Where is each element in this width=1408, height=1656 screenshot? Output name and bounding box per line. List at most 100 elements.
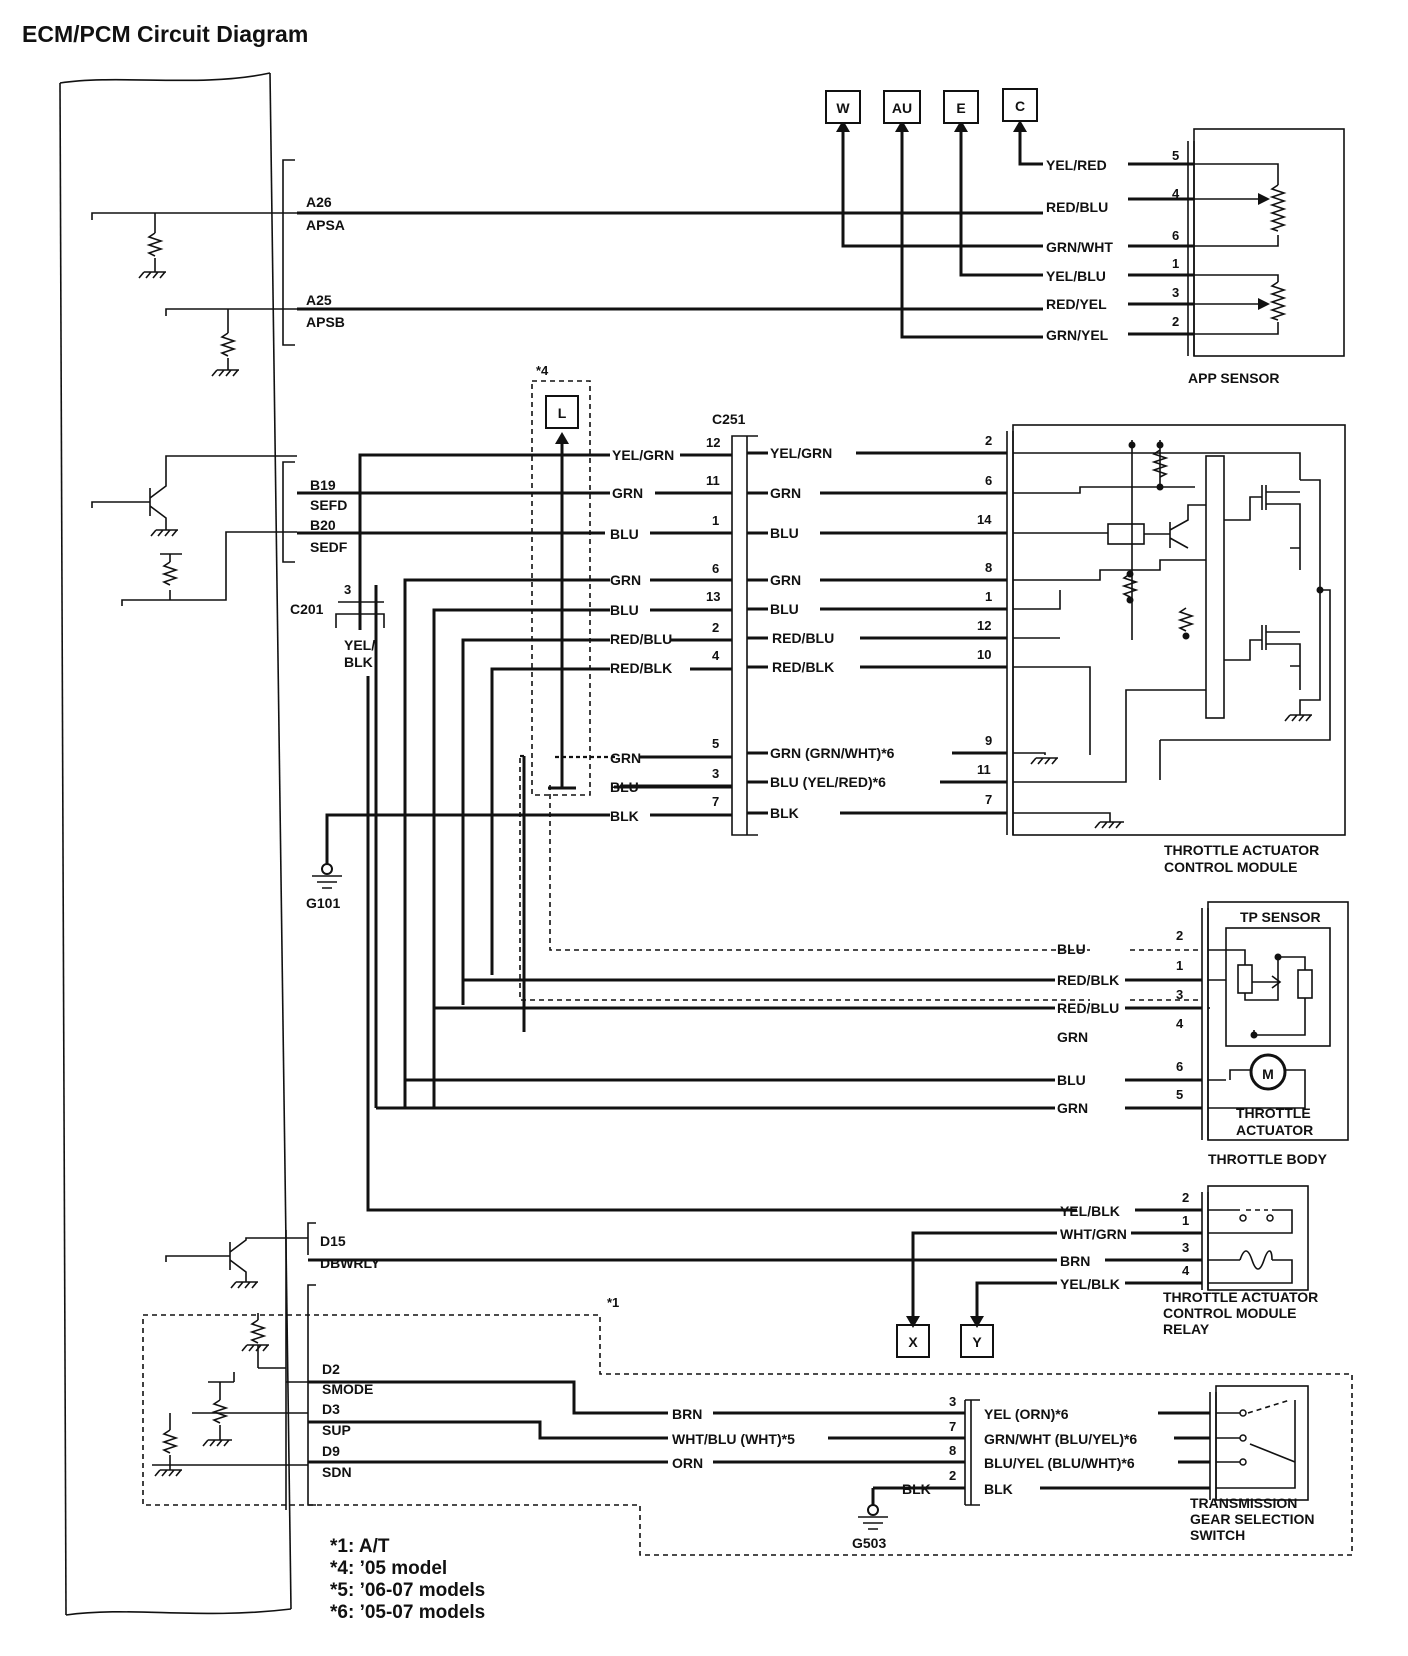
tgss-label-3: SWITCH bbox=[1190, 1527, 1245, 1543]
relay-wire-pin: 4 bbox=[1182, 1263, 1190, 1278]
app-wire-pin: 2 bbox=[1172, 314, 1179, 329]
note-05-07-models: *6: ’05-07 models bbox=[330, 1602, 485, 1623]
tb-wire-pin: 5 bbox=[1176, 1087, 1183, 1102]
tgss-right-color: YEL (ORN)*6 bbox=[984, 1406, 1069, 1422]
relay-wire-color: WHT/GRN bbox=[1060, 1226, 1127, 1242]
tb-wire-color: BLU bbox=[1057, 941, 1086, 957]
c201-label: C201 bbox=[290, 601, 324, 617]
note-at: *1: A/T bbox=[330, 1536, 390, 1557]
terminal-a26: A26 bbox=[306, 194, 332, 210]
terminal-d2: D2 bbox=[322, 1361, 340, 1377]
c201-color-1: YEL/ bbox=[344, 637, 375, 653]
throttle-actuator-label-2: ACTUATOR bbox=[1236, 1122, 1313, 1138]
connector-c251: C251 bbox=[712, 411, 758, 836]
relay-wire-color: BRN bbox=[1060, 1253, 1090, 1269]
throttle-body-wire-labels: BLU 2 RED/BLK 1 RED/BLU 3 GRN 4 BLU 6 GR… bbox=[1057, 928, 1184, 1116]
throttle-body-wiring bbox=[374, 585, 1202, 1110]
tgss-left-pin: 7 bbox=[949, 1419, 956, 1434]
c251-right-color: BLK bbox=[770, 805, 799, 821]
ecm-terminals: A26 APSA A25 APSB B19 SEFD B20 SEDF D15 … bbox=[306, 194, 381, 1480]
transmission-gear-selection-switch: TRANSMISSION GEAR SELECTION SWITCH bbox=[1190, 1385, 1314, 1543]
tgss-label-2: GEAR SELECTION bbox=[1190, 1511, 1314, 1527]
tb-wire-color: GRN bbox=[1057, 1029, 1088, 1045]
terminal-apsb: APSB bbox=[306, 314, 345, 330]
c251-right-pin: 12 bbox=[977, 618, 991, 633]
c251-left-pin: 12 bbox=[706, 435, 720, 450]
terminal-sefd: SEFD bbox=[310, 497, 347, 513]
terminal-a25: A25 bbox=[306, 292, 332, 308]
connector-refs: W AU E C L X Y bbox=[545, 88, 1038, 1358]
c251-left-color: GRN bbox=[612, 485, 643, 501]
throttle-actuator-control-module: THROTTLE ACTUATOR CONTROL MODULE bbox=[1006, 424, 1346, 875]
c251-left-pin: 2 bbox=[712, 620, 719, 635]
c251-right-color: GRN bbox=[770, 572, 801, 588]
c251-right-pin: 14 bbox=[977, 512, 992, 527]
tb-wire-pin: 2 bbox=[1176, 928, 1183, 943]
footnotes: *1: A/T *4: ’05 model *5: ’06-07 models … bbox=[330, 1536, 485, 1623]
c251-left-pin: 3 bbox=[712, 766, 719, 781]
tgss-right-color: GRN/WHT (BLU/YEL)*6 bbox=[984, 1431, 1137, 1447]
ecm-brackets bbox=[282, 159, 316, 1506]
c251-right-color: YEL/GRN bbox=[770, 445, 832, 461]
app-sensor: APP SENSOR bbox=[1187, 128, 1345, 386]
terminal-d15: D15 bbox=[320, 1233, 346, 1249]
relay-wire-color: YEL/BLK bbox=[1060, 1276, 1120, 1292]
throttle-body-label: THROTTLE BODY bbox=[1208, 1151, 1328, 1167]
ecm-internal bbox=[91, 212, 308, 1510]
c251-left-color: BLK bbox=[610, 808, 639, 824]
app-wire-color: RED/YEL bbox=[1046, 296, 1107, 312]
c251-left-pin: 7 bbox=[712, 794, 719, 809]
at-dash-box bbox=[142, 1314, 1353, 1556]
c251-right-pin: 7 bbox=[985, 792, 992, 807]
note-06-07-models: *5: ’06-07 models bbox=[330, 1580, 485, 1601]
c251-left-pin: 5 bbox=[712, 736, 719, 751]
ref-e: E bbox=[956, 100, 965, 116]
terminal-sedf: SEDF bbox=[310, 539, 348, 555]
g101-label: G101 bbox=[306, 895, 340, 911]
c251-right-pin: 11 bbox=[977, 762, 991, 777]
tgss-label-1: TRANSMISSION bbox=[1190, 1495, 1297, 1511]
tacm-label-2: CONTROL MODULE bbox=[1164, 859, 1298, 875]
c251-right-wiring bbox=[747, 451, 1007, 815]
app-sensor-label: APP SENSOR bbox=[1188, 370, 1280, 386]
throttle-body: TP SENSOR M THROTTLE ACTUATOR THROTTLE B… bbox=[1201, 901, 1349, 1167]
c251-right-color: BLU (YEL/RED)*6 bbox=[770, 774, 886, 790]
terminal-smode: SMODE bbox=[322, 1381, 373, 1397]
relay-wire-pin: 2 bbox=[1182, 1190, 1189, 1205]
c251-left-color: RED/BLK bbox=[610, 660, 672, 676]
c251-left-pin: 1 bbox=[712, 513, 719, 528]
connector-c201: 3 C201 YEL/ BLK bbox=[290, 582, 1077, 1212]
c201-pin: 3 bbox=[344, 582, 351, 597]
c251-left-color: GRN bbox=[610, 750, 641, 766]
ref-l: L bbox=[558, 405, 567, 421]
note-05-model: *4: ’05 model bbox=[330, 1558, 447, 1579]
tacm-label-1: THROTTLE ACTUATOR bbox=[1164, 842, 1319, 858]
app-wire-pin: 6 bbox=[1172, 228, 1179, 243]
ref-au: AU bbox=[892, 100, 912, 116]
throttle-actuator-label-1: THROTTLE bbox=[1236, 1105, 1311, 1121]
c251-left-pin: 11 bbox=[706, 473, 720, 488]
ref-x: X bbox=[908, 1334, 918, 1350]
app-sensor-wiring bbox=[297, 120, 1194, 339]
relay-label-1: THROTTLE ACTUATOR bbox=[1163, 1289, 1318, 1305]
terminal-d3: D3 bbox=[322, 1401, 340, 1417]
relay-wire-pin: 3 bbox=[1182, 1240, 1189, 1255]
ref-w: W bbox=[836, 100, 850, 116]
g503-label: G503 bbox=[852, 1535, 886, 1551]
terminal-b19: B19 bbox=[310, 477, 336, 493]
terminal-d9: D9 bbox=[322, 1443, 340, 1459]
relay-label-2: CONTROL MODULE bbox=[1163, 1305, 1297, 1321]
c251-left-color: BLU bbox=[610, 779, 639, 795]
app-wire-pin: 3 bbox=[1172, 285, 1179, 300]
ecm-pcm-block bbox=[59, 72, 292, 1616]
c251-right-labels: YEL/GRN 2 GRN 6 BLU 14 GRN 8 BLU 1 RED/B… bbox=[770, 433, 992, 821]
c251-left-pin: 6 bbox=[712, 561, 719, 576]
app-wire-pin: 5 bbox=[1172, 148, 1179, 163]
tb-wire-pin: 3 bbox=[1176, 987, 1183, 1002]
tb-wire-pin: 1 bbox=[1176, 958, 1183, 973]
tgss-left-pin: 2 bbox=[949, 1468, 956, 1483]
ground-g101: G101 bbox=[306, 815, 342, 911]
tgss-left-pin: 3 bbox=[949, 1394, 956, 1409]
c251-right-pin: 1 bbox=[985, 589, 992, 604]
